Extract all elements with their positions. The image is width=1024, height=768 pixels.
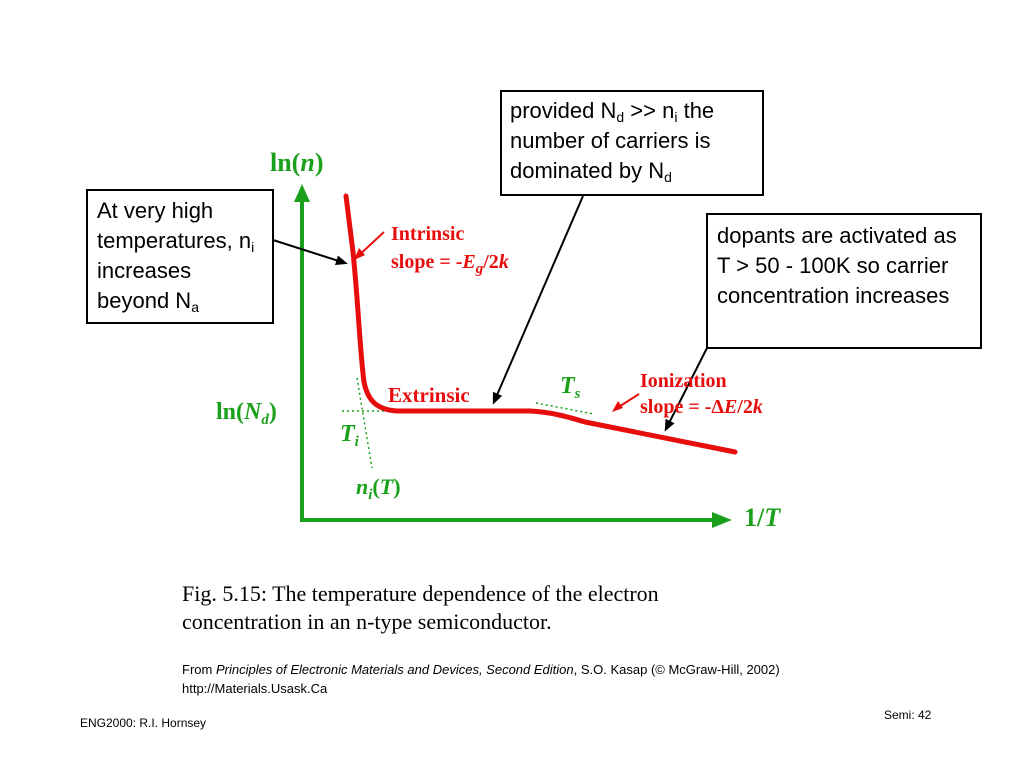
- intrinsic-slope-k: k: [498, 251, 509, 273]
- intrinsic-slope: slope = -Eg/2k: [391, 248, 509, 277]
- ionization-slope-prefix: slope = -: [640, 396, 712, 418]
- x-axis-arrowhead: [712, 512, 732, 528]
- ionization-pointer-head: [612, 401, 623, 412]
- source-url: http://Materials.Usask.Ca: [182, 681, 328, 696]
- ti-label-var: T: [340, 421, 355, 447]
- top-callout-text-1: provided N: [510, 98, 617, 123]
- ni-label-var: n: [356, 474, 369, 499]
- ionization-label: Ionization slope = -ΔE/2k: [640, 368, 763, 420]
- top-callout-arrow: [492, 195, 584, 405]
- ionization-slope-suffix: /2: [737, 396, 753, 418]
- ionization-slope-var: E: [723, 396, 738, 418]
- footer-left: ENG2000: R.I. Hornsey: [80, 716, 207, 730]
- right-callout-text: dopants are activated as T > 50 - 100K s…: [717, 223, 957, 308]
- x-axis-label-var: T: [764, 503, 781, 532]
- y-axis-label-var: n: [300, 148, 315, 177]
- left-callout-text-1: At very high temperatures, n: [97, 198, 252, 253]
- ni-label-close: ): [393, 474, 401, 499]
- ti-label-sub: i: [354, 434, 359, 450]
- right-callout-box: dopants are activated as T > 50 - 100K s…: [706, 213, 982, 349]
- ionization-slope-delta: Δ: [711, 396, 724, 418]
- intrinsic-slope-suffix: /2: [483, 251, 499, 273]
- ionization-slope-k: k: [752, 396, 763, 418]
- top-callout-text-3: the number of carriers is dominated by N: [510, 98, 715, 183]
- intrinsic-slope-var: E: [462, 251, 476, 273]
- x-axis-label-prefix: 1/: [744, 503, 765, 532]
- top-callout-sub-2: i: [674, 109, 678, 125]
- intrinsic-slope-prefix: slope = -: [391, 251, 463, 273]
- nd-label-suffix: ): [268, 399, 277, 425]
- ts-label-sub: s: [574, 386, 581, 402]
- right-callout-arrow: [664, 347, 708, 432]
- source-from: From: [182, 662, 216, 677]
- ni-label-open: (: [372, 474, 380, 499]
- intrinsic-label: Intrinsic slope = -Eg/2k: [391, 220, 509, 277]
- ni-label: ni(T): [356, 474, 401, 503]
- source-citation: From Principles of Electronic Materials …: [182, 660, 852, 698]
- y-axis-arrowhead: [294, 184, 310, 202]
- nd-label-var: N: [244, 399, 262, 425]
- figure-caption: Fig. 5.15: The temperature dependence of…: [182, 581, 659, 634]
- footer-right: Semi: 42: [884, 708, 932, 722]
- top-callout-text-2: >> n: [624, 98, 675, 123]
- nd-label: ln(Nd): [216, 399, 277, 428]
- left-callout-arrow: [272, 239, 348, 266]
- left-callout-text-2: increases beyond N: [97, 258, 192, 313]
- ni-label-T: T: [379, 474, 394, 499]
- source-rest: , S.O. Kasap (© McGraw-Hill, 2002): [573, 662, 780, 677]
- x-axis-label: 1/T: [744, 503, 780, 533]
- extrinsic-label: Extrinsic: [388, 383, 470, 407]
- top-callout-sub-3: d: [664, 169, 672, 185]
- ts-label: Ts: [560, 373, 581, 402]
- ionization-title: Ionization: [640, 370, 727, 392]
- left-callout-sub-2: a: [191, 299, 199, 315]
- intrinsic-title: Intrinsic: [391, 223, 465, 245]
- source-title: Principles of Electronic Materials and D…: [215, 662, 574, 677]
- intrinsic-pointer-head: [354, 248, 365, 260]
- top-callout-sub-1: d: [616, 109, 625, 125]
- intrinsic-slope-sub: g: [475, 261, 484, 277]
- ti-label: Ti: [340, 421, 359, 450]
- left-callout-box: At very high temperatures, ni increases …: [86, 189, 274, 324]
- ni-label-sub: i: [368, 487, 373, 503]
- concentration-curve: [343, 193, 738, 455]
- ionization-slope: slope = -ΔE/2k: [640, 394, 763, 420]
- y-axis-label-prefix: ln(: [270, 148, 301, 177]
- ti-dotted-line: [356, 377, 373, 469]
- ts-label-var: T: [560, 373, 575, 399]
- nd-label-sub: d: [261, 412, 269, 428]
- y-axis-label-suffix: ): [314, 148, 324, 177]
- nd-label-prefix: ln(: [216, 399, 245, 425]
- left-callout-sub-1: i: [251, 239, 255, 255]
- top-callout-box: provided Nd >> ni the number of carriers…: [500, 90, 764, 196]
- y-axis-label: ln(n): [270, 148, 323, 178]
